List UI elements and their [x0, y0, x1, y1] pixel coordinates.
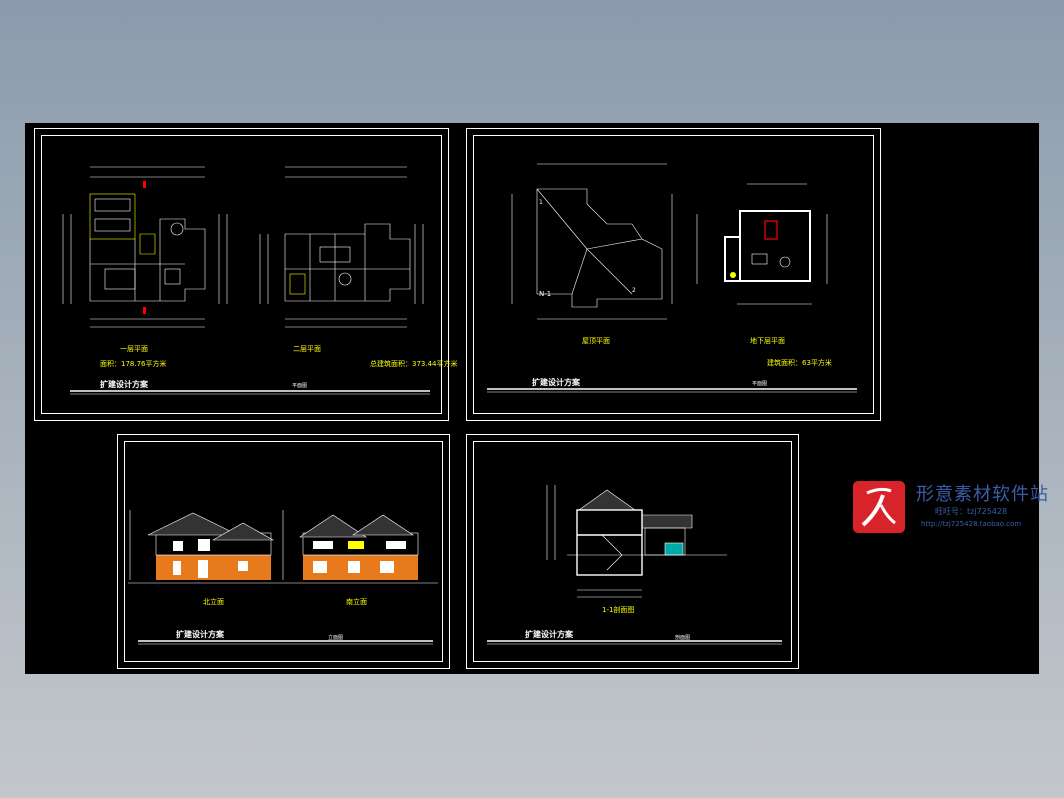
sheet-footer-title: 扩建设计方案 — [532, 378, 580, 387]
sheet-footer-title: 扩建设计方案 — [525, 630, 573, 639]
elevations-drawing — [128, 510, 438, 645]
area-note-2: 总建筑面积：373.44平方米 — [370, 360, 458, 368]
watermark-contact: 旺旺号：tzj725428 — [935, 507, 1008, 516]
sheet-footer-subtitle: 剖面图 — [675, 635, 691, 641]
drawing-sheet-roof-basement[interactable]: N-1 1 2 屋顶平面 地下层平面 建筑面积：63平方米 扩建设计方案 平面图 — [466, 128, 881, 421]
sheet-footer-subtitle: 平面图 — [292, 383, 308, 389]
sheet-footer-subtitle: 立面图 — [328, 635, 344, 641]
watermark: 形意素材软件站 旺旺号：tzj725428 http://tzj725428.t… — [853, 480, 1053, 536]
area-note-1: 面积：178.76平方米 — [100, 360, 167, 368]
section-drawing — [487, 485, 782, 645]
drawing-sheet-elevations[interactable]: 北立面 南立面 扩建设计方案 立面图 — [117, 434, 450, 669]
drawing-sheet-floor-plans[interactable]: 一层平面 二层平面 面积：178.76平方米 总建筑面积：373.44平方米 扩… — [34, 128, 458, 421]
roof-basement-drawing: N-1 1 2 — [487, 163, 857, 393]
watermark-url: http://tzj725428.taobao.com — [921, 520, 1022, 528]
drawing-sheet-section[interactable]: 1-1剖面图 扩建设计方案 剖面图 — [466, 434, 799, 669]
section-title: 1-1剖面图 — [602, 606, 635, 614]
elevation-title-north: 北立面 — [203, 598, 224, 606]
stylized-brush-icon — [853, 481, 905, 533]
plan-title-basement: 地下层平面 — [750, 337, 785, 345]
elevation-title-south: 南立面 — [346, 598, 367, 606]
roof-mark-2: 2 — [632, 287, 636, 294]
watermark-title: 形意素材软件站 — [916, 484, 1049, 505]
plan-title-1: 一层平面 — [120, 345, 148, 353]
roof-mark-1: 1 — [539, 199, 543, 206]
area-note-basement: 建筑面积：63平方米 — [767, 359, 832, 367]
sheet-footer-subtitle: 平面图 — [752, 381, 768, 387]
sheet-footer-title: 扩建设计方案 — [100, 380, 148, 389]
roof-mark-n1: N-1 — [539, 290, 551, 298]
floor-plans-drawing — [62, 166, 430, 395]
plan-title-roof: 屋顶平面 — [582, 337, 610, 345]
cad-viewport[interactable]: 一层平面 二层平面 面积：178.76平方米 总建筑面积：373.44平方米 扩… — [25, 123, 1039, 674]
sheet-footer-title: 扩建设计方案 — [176, 630, 224, 639]
plan-title-2: 二层平面 — [293, 345, 321, 353]
